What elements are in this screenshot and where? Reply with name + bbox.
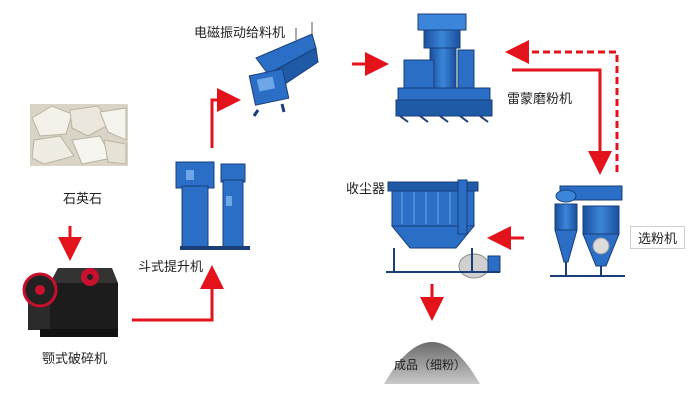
label-vibrating-feeder: 电磁振动给料机 [194,26,286,41]
label-dust-collector: 收尘器 [346,182,386,197]
bucket-elevator-icon [175,161,250,250]
arrow-classifier-return [505,40,619,172]
label-quartz: 石英石 [63,192,103,207]
arrow-crusher-to-elevator [132,265,224,322]
dust-collector-icon [386,179,501,279]
flow-arrows [58,40,619,322]
jaw-crusher-icon [22,268,118,337]
arrow-mill-to-classifier [512,68,612,175]
powder-pile-icon [384,342,480,384]
label-jaw-crusher: 颚式破碎机 [42,352,108,367]
raymond-mill-icon [395,13,493,123]
label-classifier: 选粉机 [630,226,686,249]
vibrating-feeder-icon [248,22,319,117]
arrow-elevator-to-feeder [210,88,241,148]
label-product: 成品（细粉） [394,358,467,372]
powder-classifier-icon [550,185,625,277]
label-raymond-mill: 雷蒙磨粉机 [507,92,573,107]
label-bucket-elevator: 斗式提升机 [138,260,204,275]
quartz-stone-photo [30,104,128,166]
